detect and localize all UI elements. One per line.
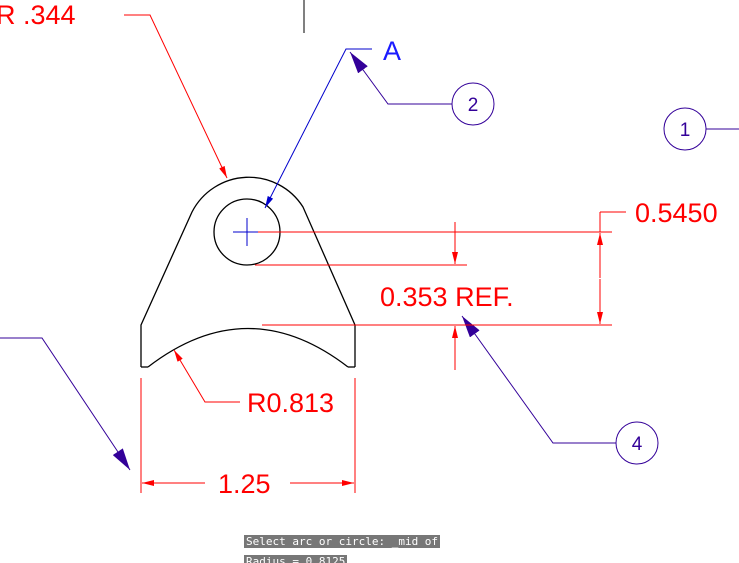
balloon-2-leader	[349, 51, 452, 105]
balloon-4-circle	[615, 421, 659, 465]
balloon-4-number: 4	[632, 434, 643, 455]
ref-label: 0.353 REF.	[380, 282, 514, 312]
part-outline[interactable]	[140, 176, 356, 368]
top-radius-dimension[interactable]: R .344	[0, 0, 228, 179]
height-dimension[interactable]: 0.5450	[258, 198, 718, 326]
left-edge-leader[interactable]	[0, 337, 131, 471]
balloon-2-circle	[451, 82, 495, 126]
datum-a-label: A	[383, 36, 401, 66]
datum-a-callout[interactable]: A	[264, 36, 401, 209]
command-prompt-text: Select arc or circle: _mid of	[244, 535, 441, 548]
balloon-4[interactable]: 4	[461, 315, 659, 465]
arc-radius-dimension[interactable]: R0.813	[173, 349, 334, 418]
balloon-4-leader	[461, 315, 616, 444]
top-radius-leader	[124, 14, 228, 179]
ref-dimension[interactable]: 0.353 REF.	[255, 222, 514, 370]
arc-radius-leader	[173, 349, 240, 403]
balloon-1-number: 1	[680, 120, 691, 141]
arc-radius-label: R0.813	[247, 388, 334, 418]
balloon-2[interactable]: 2	[349, 51, 495, 126]
datum-a-leader	[264, 48, 372, 209]
width-label: 1.25	[218, 469, 271, 499]
saddle-arc[interactable]	[147, 327, 349, 368]
part-profile[interactable]	[140, 176, 356, 367]
command-result-text: Radius = 0.8125	[244, 555, 348, 563]
width-dimension[interactable]: 1.25	[140, 378, 356, 499]
height-label: 0.5450	[635, 198, 718, 228]
top-radius-label: R .344	[0, 0, 76, 30]
balloon-1[interactable]: 1	[663, 107, 739, 151]
balloon-2-number: 2	[468, 95, 479, 116]
